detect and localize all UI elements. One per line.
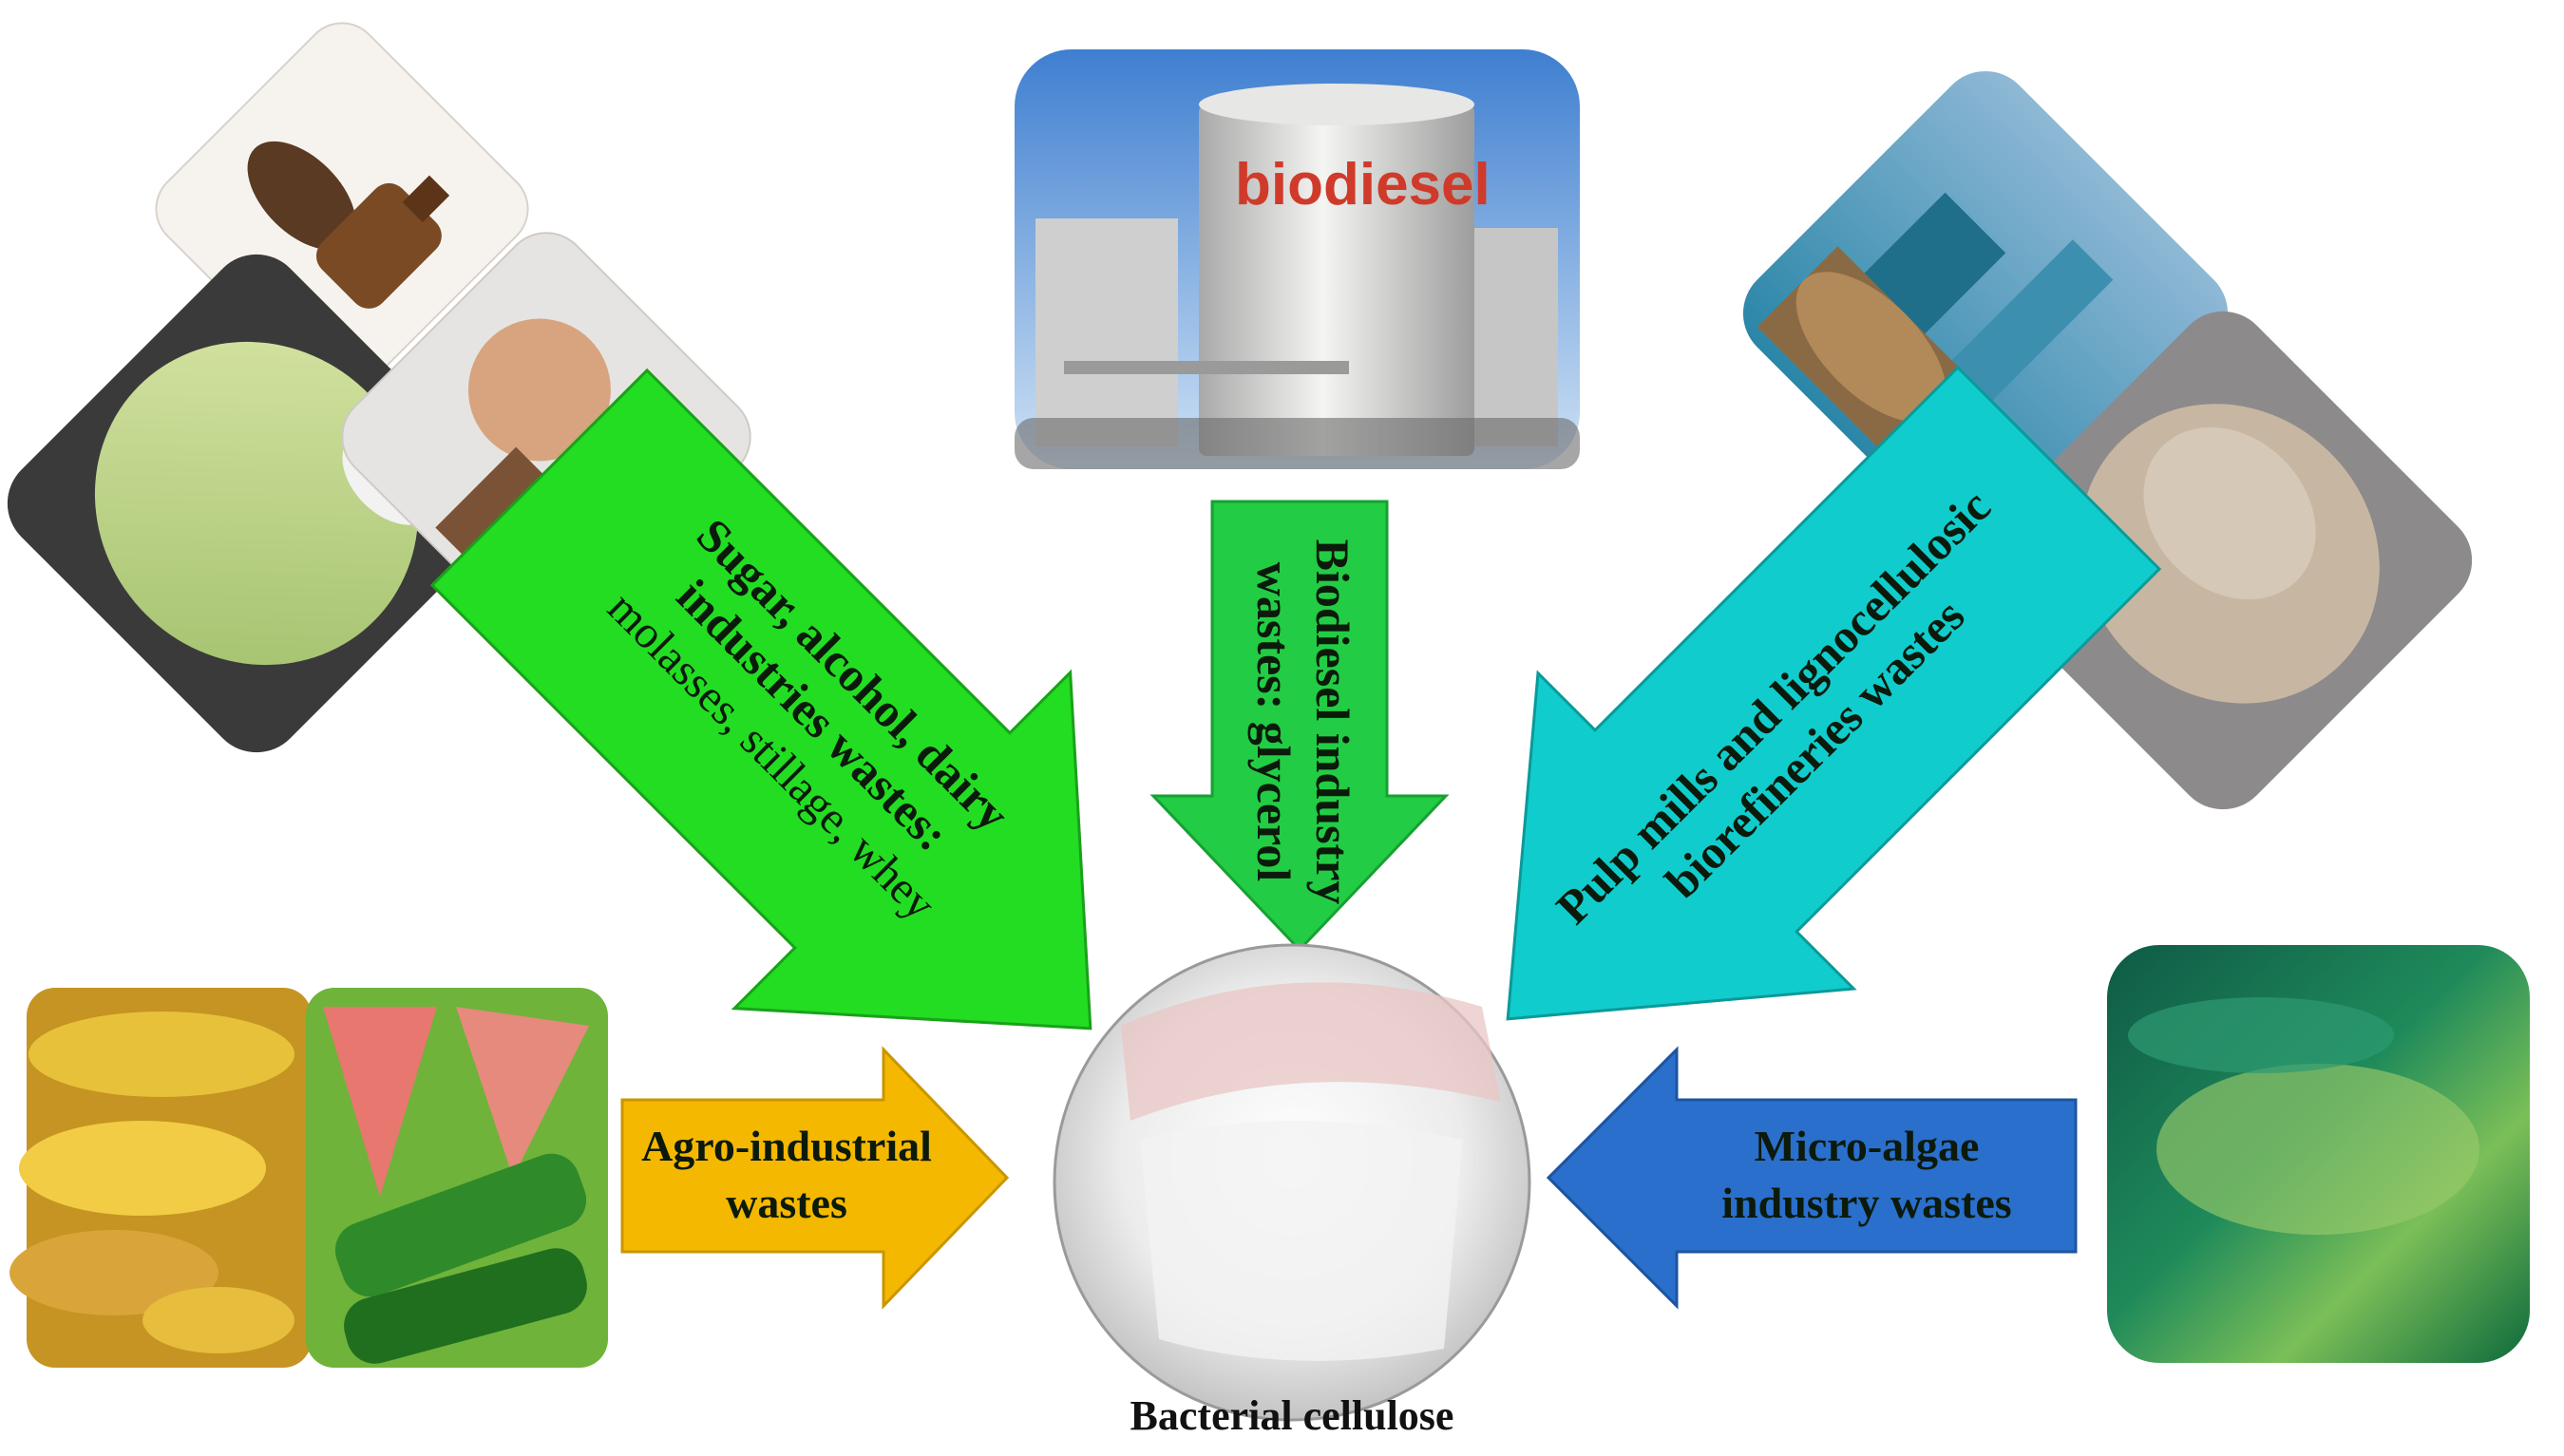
- agro-arrow: Agro-industrial wastes: [620, 1046, 1010, 1310]
- wood-pulp-photo: [1973, 311, 2473, 810]
- algae-arrow-line2: industry wastes: [1721, 1179, 2011, 1227]
- agro-photos: [9, 988, 608, 1368]
- banana-peels-photo: [9, 988, 312, 1368]
- algae-arrow-line1: Micro-algae: [1755, 1122, 1980, 1170]
- biodiesel-plant-photo: biodiesel: [1015, 49, 1580, 469]
- micro-algae-photo: [2107, 945, 2530, 1363]
- bacterial-cellulose-caption: Bacterial cellulose: [1130, 1392, 1454, 1439]
- biodiesel-tank-text: biodiesel: [1235, 152, 1491, 217]
- biodiesel-arrow-line1: Biodiesel industry: [1306, 539, 1359, 905]
- biodiesel-arrow-line2: wastes: glycerol: [1247, 562, 1301, 882]
- agro-arrow-line1: Agro-industrial: [641, 1122, 932, 1170]
- agro-arrow-line2: wastes: [726, 1179, 847, 1227]
- pulp-mill-photo-cluster: [1742, 70, 2473, 810]
- algae-arrow: Micro-algae industry wastes: [1546, 1046, 2078, 1310]
- watermelon-rinds-photo: [306, 988, 608, 1368]
- bacterial-cellulose-image: [1053, 943, 1531, 1422]
- biodiesel-arrow: Biodiesel industry wastes: glycerol: [1149, 500, 1450, 953]
